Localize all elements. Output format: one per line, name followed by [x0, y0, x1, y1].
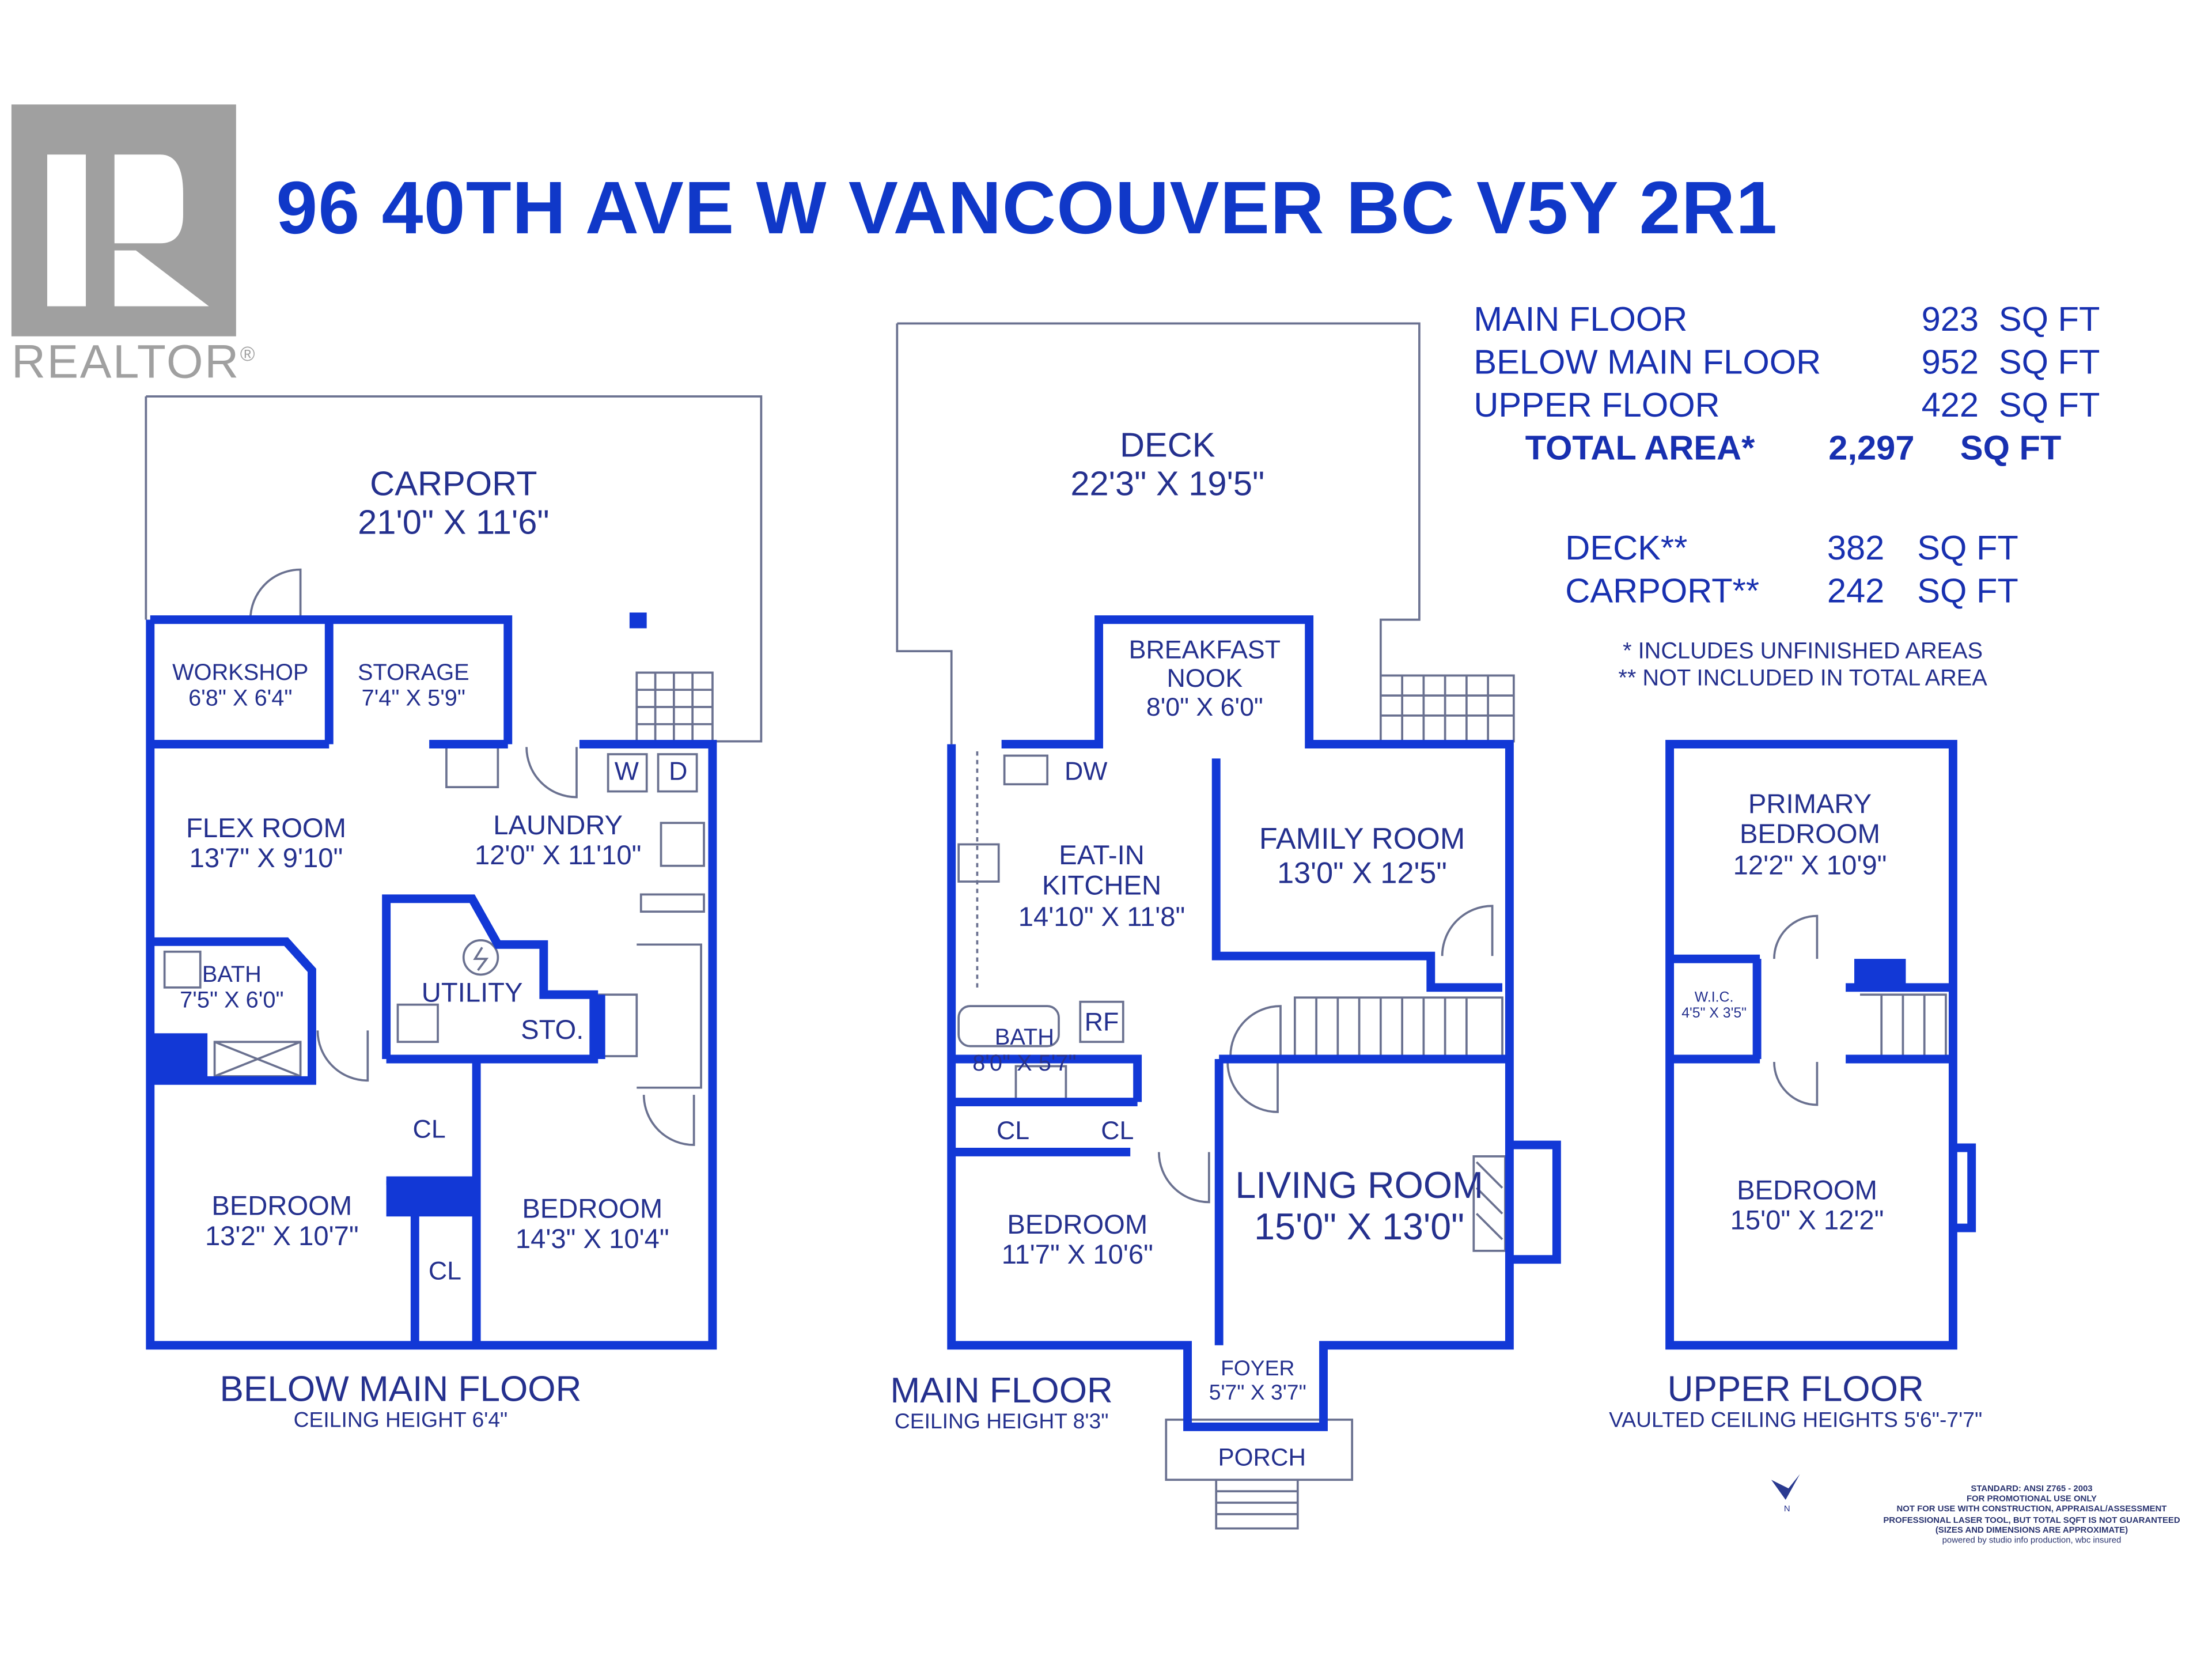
area-label: MAIN FLOOR [1474, 300, 1688, 339]
room-walk-in-closet: W.I.C.4'5" X 3'5" [1681, 990, 1747, 1022]
floor-sub-below: CEILING HEIGHT 6'4" [293, 1408, 508, 1433]
carport-area-label: CARPORT** [1565, 572, 1760, 611]
stairs-deck [1380, 674, 1515, 743]
porch-outline [1165, 1419, 1354, 1481]
outline-lines [145, 322, 1947, 1530]
washer-label: W [614, 757, 639, 786]
closet: CL [1101, 1116, 1134, 1145]
area-value: 923 [1921, 300, 1979, 339]
note: ** NOT INCLUDED IN TOTAL AREA [1618, 667, 1987, 691]
north-label: N [1783, 1505, 1790, 1514]
stairs-below [598, 943, 702, 1089]
floor-name-below: BELOW MAIN FLOOR [219, 1369, 582, 1410]
doors [249, 568, 1819, 1204]
stairs-carport [635, 671, 714, 743]
closet: CL [412, 1114, 446, 1144]
page-title: 96 40TH AVE W VANCOUVER BC V5Y 2R1 [276, 167, 1778, 251]
floor-name-upper: UPPER FLOOR [1667, 1369, 1924, 1410]
deck-area-label: DECK** [1565, 530, 1688, 569]
closet: CL [996, 1116, 1030, 1145]
stairs-upper [1859, 993, 1947, 1057]
walls [146, 615, 1976, 1431]
area-unit: SQ FT [1998, 386, 2100, 425]
floor-sub-upper: VAULTED CEILING HEIGHTS 5'6"-7'7" [1609, 1408, 1983, 1433]
total-value: 2,297 [1828, 429, 1915, 468]
carport-outline [145, 395, 763, 743]
dryer-label: D [669, 757, 688, 786]
dishwasher-label: DW [1064, 757, 1108, 786]
disclaimer: STANDARD: ANSI Z765 - 2003 FOR PROMOTION… [1883, 1485, 2180, 1546]
floor-name-main: MAIN FLOOR [890, 1371, 1113, 1412]
stairs-main [1293, 996, 1503, 1057]
fridge-label: RF [1084, 1007, 1119, 1037]
deck-area-unit: SQ FT [1917, 530, 2018, 569]
closet: CL [428, 1256, 462, 1285]
porch-label: PORCH [1218, 1444, 1306, 1472]
carport-area-unit: SQ FT [1917, 572, 2018, 611]
total-label: TOTAL AREA* [1525, 429, 1755, 468]
total-unit: SQ FT [1960, 429, 2062, 468]
room-utility: UTILITY [421, 978, 523, 1009]
floor-sub-main: CEILING HEIGHT 8'3" [894, 1409, 1109, 1434]
deck-area-value: 382 [1827, 530, 1885, 569]
note: * INCLUDES UNFINISHED AREAS [1623, 640, 1983, 664]
area-unit: SQ FT [1998, 300, 2100, 339]
realtor-logo-text: REALTOR® [11, 335, 256, 388]
deck-outline [896, 322, 1421, 744]
area-value: 952 [1921, 343, 1979, 383]
north-arrow-icon [1771, 1474, 1800, 1500]
solid-blocks [150, 612, 1906, 1217]
area-label: BELOW MAIN FLOOR [1474, 343, 1821, 383]
realtor-r-logo [11, 104, 236, 336]
area-unit: SQ FT [1998, 343, 2100, 383]
porch-steps [1215, 1480, 1299, 1530]
area-label: UPPER FLOOR [1474, 386, 1720, 425]
area-value: 422 [1921, 386, 1979, 425]
room-storage-small: STO. [521, 1016, 584, 1046]
carport-area-value: 242 [1827, 572, 1885, 611]
